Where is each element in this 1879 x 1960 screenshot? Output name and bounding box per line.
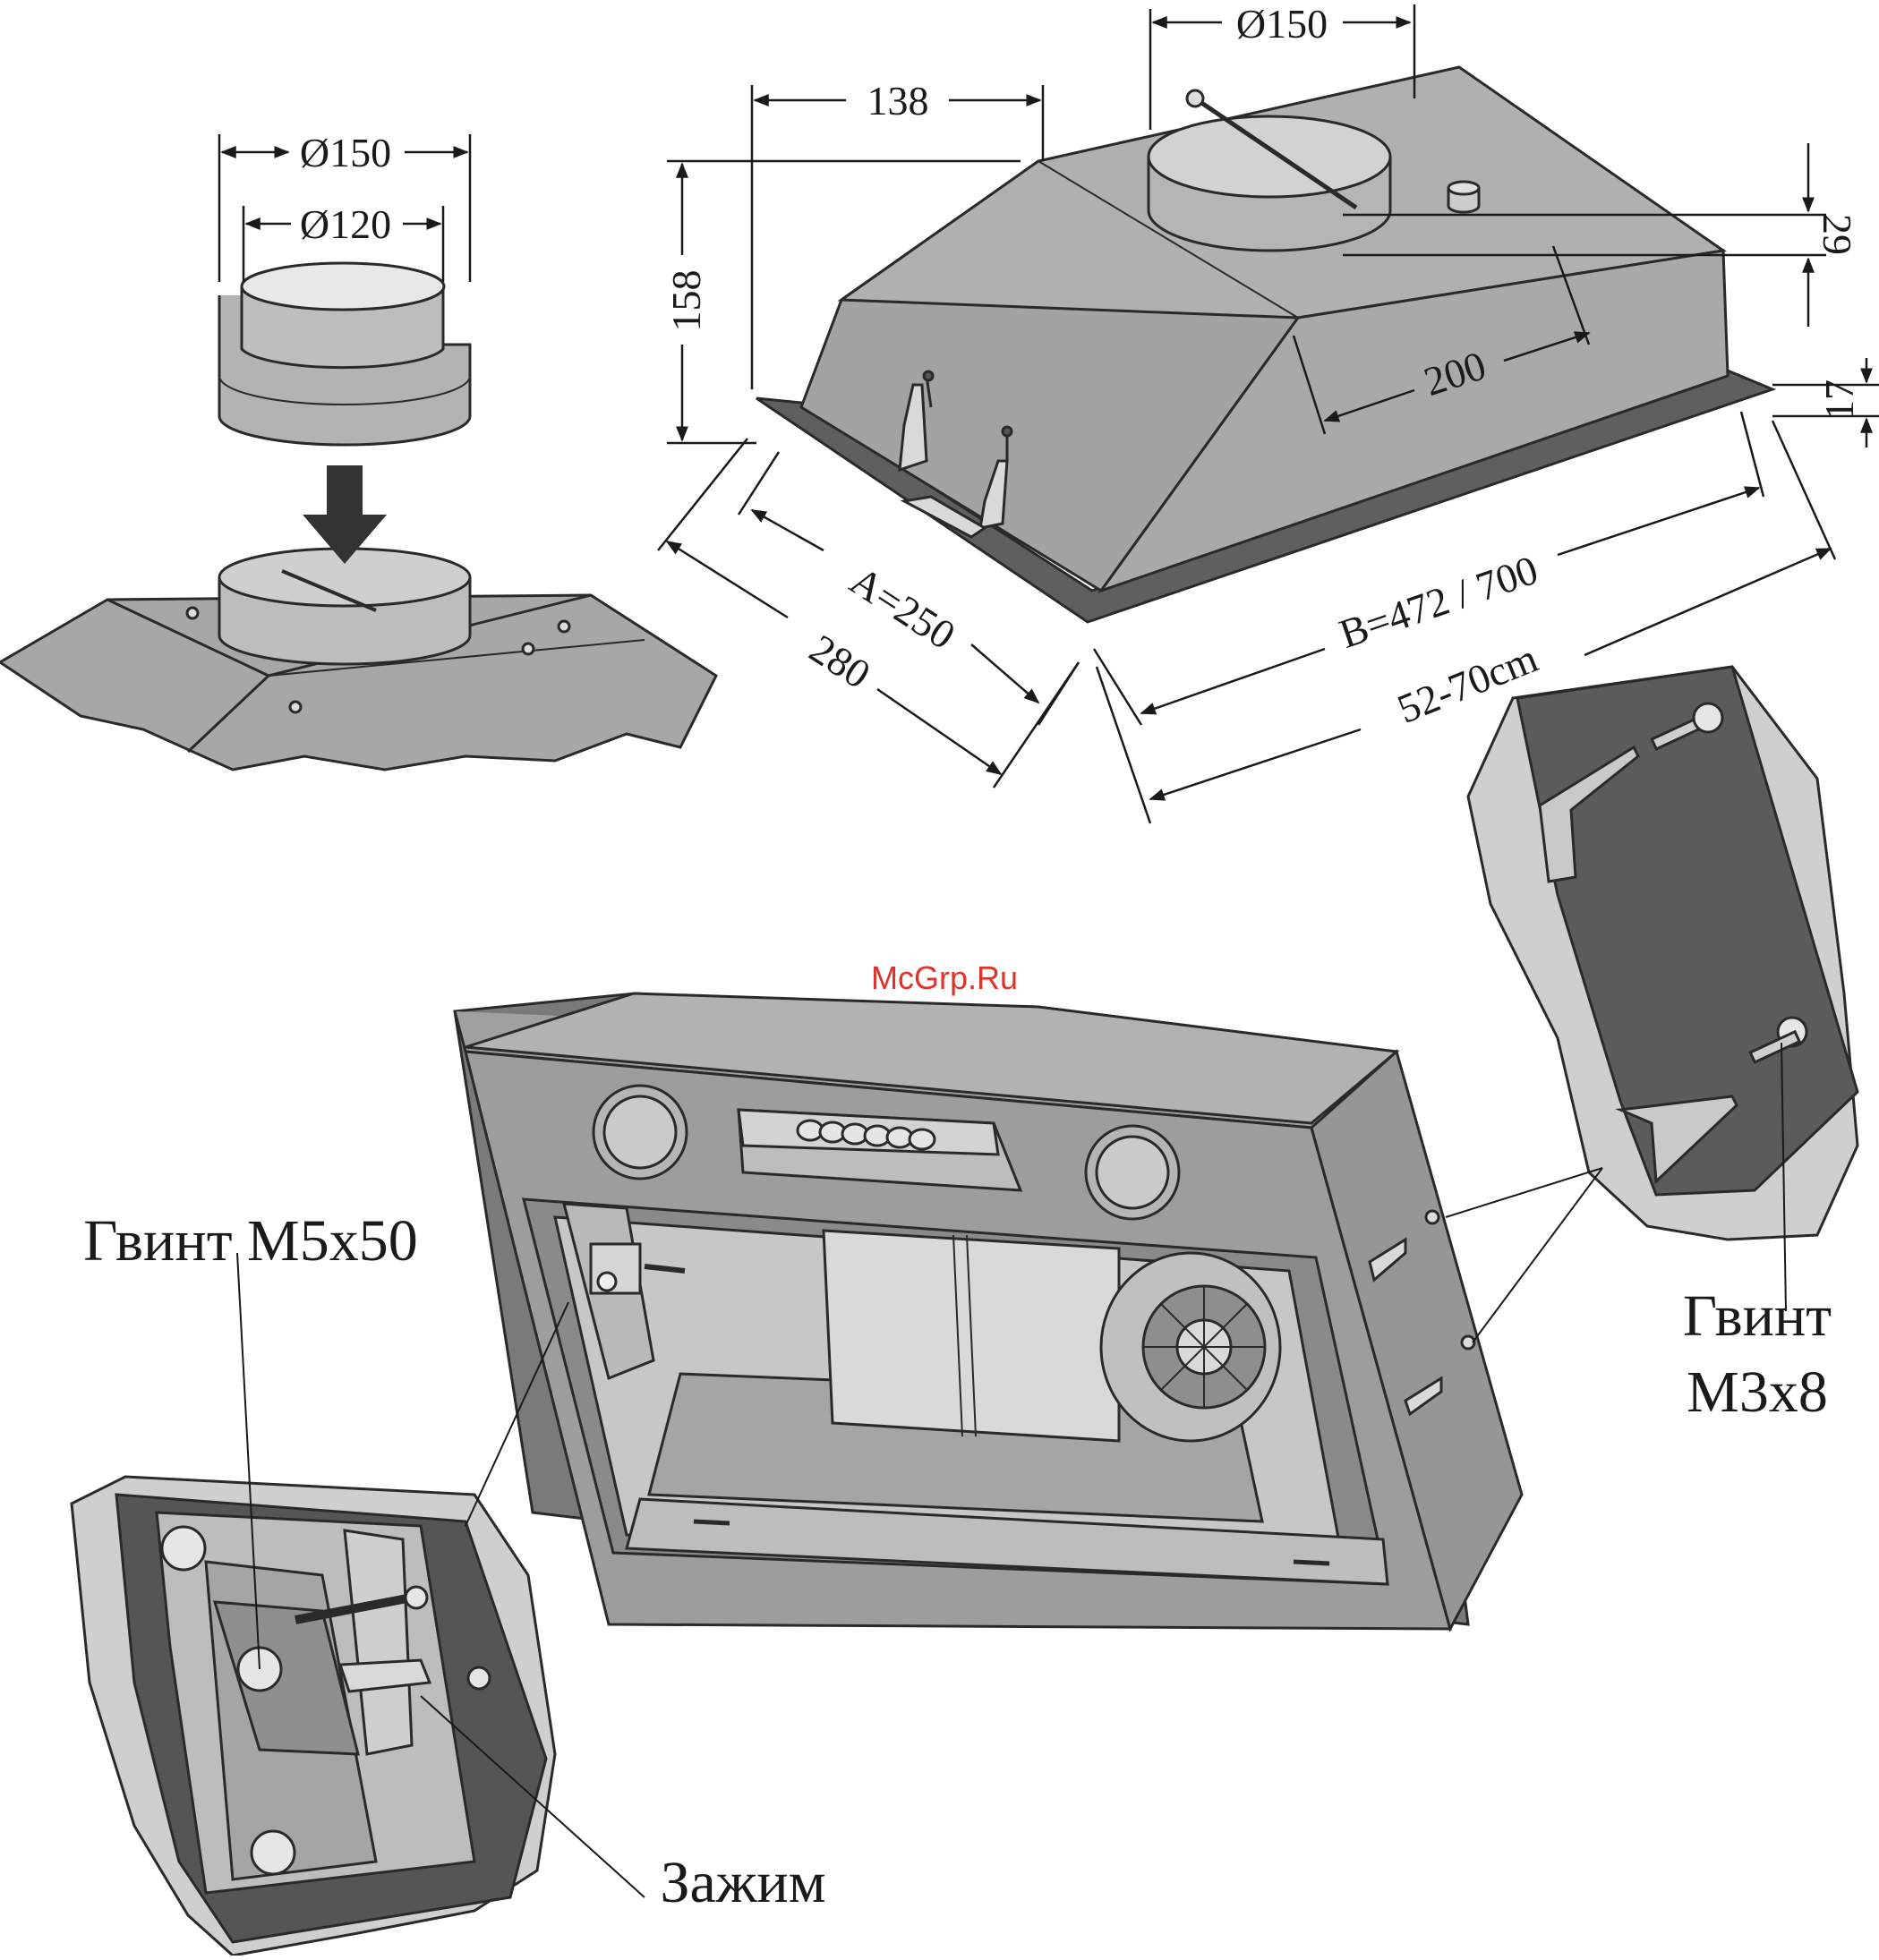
hood-interior-view [455,993,1522,1629]
clamp-detail [72,1477,555,1956]
depth-a-label: A=250 [842,558,963,659]
collar-height-label: 29 [1815,214,1860,255]
adapter-detail [0,263,716,770]
clamp-label: Зажим [660,1850,825,1915]
screw-head-icon [252,1831,295,1874]
outlet-offset-label: 138 [867,78,929,124]
screw-head-icon [162,1527,205,1570]
screw-m3-label-line2: M3x8 [1687,1359,1828,1425]
outlet-diameter-label: Ø150 [1236,1,1328,47]
screw-m5-label: Гвинт M5x50 [83,1208,417,1274]
hood-body [756,67,1772,622]
screw-m3-detail [1468,667,1858,1240]
height-label: 158 [663,270,709,332]
watermark: McGrp.Ru [871,959,1018,996]
adapter-inner-diameter: Ø120 [300,201,391,247]
screw-m3-label-line1: Гвинт [1683,1283,1832,1349]
adapter-outer-diameter: Ø150 [300,130,391,175]
depth-total-label: 280 [802,626,879,697]
flange-height-label: 17 [1816,379,1862,421]
screw-head-icon [1694,703,1722,732]
